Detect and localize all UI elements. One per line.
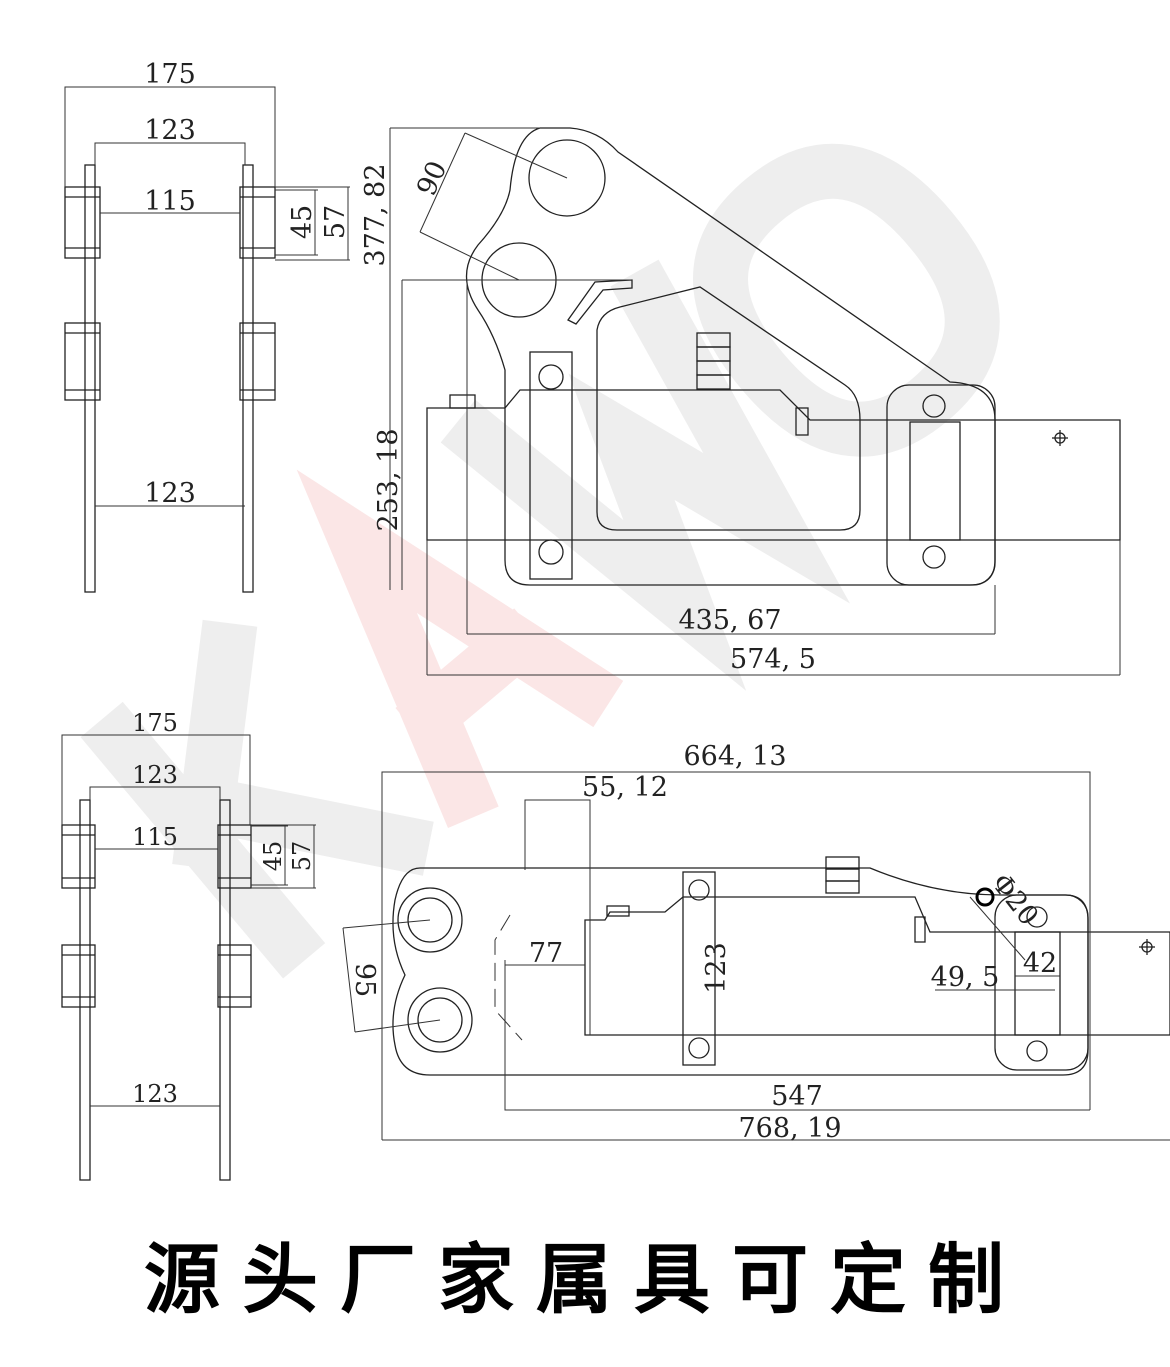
dim-123-lower: 123 bbox=[132, 1080, 178, 1108]
upper-left-block bbox=[61, 824, 96, 889]
watermark-letter-a bbox=[296, 469, 624, 828]
dim-123: 123 bbox=[701, 942, 732, 994]
dim-49-5: 49, 5 bbox=[931, 962, 1000, 993]
dim-435-67: 435, 67 bbox=[678, 605, 781, 636]
hook-slot bbox=[494, 914, 523, 1041]
clamp-plate bbox=[529, 351, 573, 580]
dim-90: 90 bbox=[411, 157, 453, 201]
upper-left-block bbox=[64, 186, 101, 259]
dim-253-18: 253, 18 bbox=[373, 428, 404, 531]
top-front-view: 175 123 115 123 45 57 bbox=[64, 59, 351, 593]
watermark-letter-k bbox=[80, 619, 434, 979]
diameter-symbol bbox=[975, 887, 995, 907]
watermark-letter-o bbox=[693, 143, 1000, 457]
dim-115: 115 bbox=[132, 823, 178, 851]
lower-right-block bbox=[217, 944, 252, 1008]
lower-left-block bbox=[61, 944, 96, 1008]
dim-57: 57 bbox=[288, 841, 316, 872]
bottom-front-view: 175 123 115 123 45 57 bbox=[61, 709, 316, 1181]
dim-574-5: 574, 5 bbox=[730, 644, 816, 675]
dim-768-19: 768, 19 bbox=[738, 1113, 841, 1144]
dim-123-lower: 123 bbox=[144, 478, 196, 509]
upper-pin-hole bbox=[528, 139, 606, 217]
clamp-bar bbox=[682, 871, 716, 1066]
slogan-heading: 源头厂家属具可定制 bbox=[144, 1235, 1026, 1324]
dim-45: 45 bbox=[259, 841, 287, 872]
front-clamp bbox=[886, 384, 996, 586]
dim-123: 123 bbox=[132, 761, 178, 789]
crosshair-icon bbox=[1052, 430, 1068, 446]
hook-slot bbox=[567, 279, 633, 325]
dim-175: 175 bbox=[144, 59, 196, 90]
dim-95: 95 bbox=[349, 963, 380, 997]
upper-right-block bbox=[217, 824, 252, 889]
grease-nipple bbox=[914, 916, 926, 943]
dim-123: 123 bbox=[144, 115, 196, 146]
lower-left-block bbox=[64, 322, 101, 401]
lower-pin-hole bbox=[407, 987, 473, 1053]
grease-nipple bbox=[795, 407, 809, 436]
upper-pin-hole bbox=[397, 887, 463, 953]
top-side-view: 90 377, 82 253, 18 435, 67 574, 5 bbox=[360, 127, 1121, 676]
right-rail bbox=[242, 164, 254, 593]
right-rail bbox=[219, 799, 231, 1181]
dim-45: 45 bbox=[287, 205, 318, 239]
dim-664-13: 664, 13 bbox=[683, 741, 786, 772]
watermark-letter-w bbox=[440, 259, 851, 691]
left-rail bbox=[84, 164, 96, 593]
plate-window bbox=[596, 286, 861, 531]
left-rail bbox=[79, 799, 91, 1181]
dim-55-12: 55, 12 bbox=[582, 772, 668, 803]
dim-57: 57 bbox=[320, 205, 351, 239]
hammer-body bbox=[426, 389, 1121, 541]
nut bbox=[825, 856, 860, 870]
dim-377-82: 377, 82 bbox=[360, 163, 391, 266]
upper-right-block bbox=[239, 186, 276, 259]
crosshair-icon bbox=[1139, 939, 1155, 955]
dim-175: 175 bbox=[132, 709, 178, 737]
front-clamp bbox=[994, 894, 1089, 1071]
hammer-body bbox=[584, 896, 1170, 1036]
dim-77: 77 bbox=[529, 938, 563, 969]
clamp-bolt-hole bbox=[538, 364, 564, 390]
clamp-bolt-hole bbox=[538, 539, 564, 565]
watermark bbox=[80, 143, 1000, 979]
dim-547: 547 bbox=[771, 1081, 823, 1112]
lower-right-block bbox=[239, 322, 276, 401]
dim-115: 115 bbox=[144, 186, 196, 217]
dim-42: 42 bbox=[1023, 948, 1057, 979]
